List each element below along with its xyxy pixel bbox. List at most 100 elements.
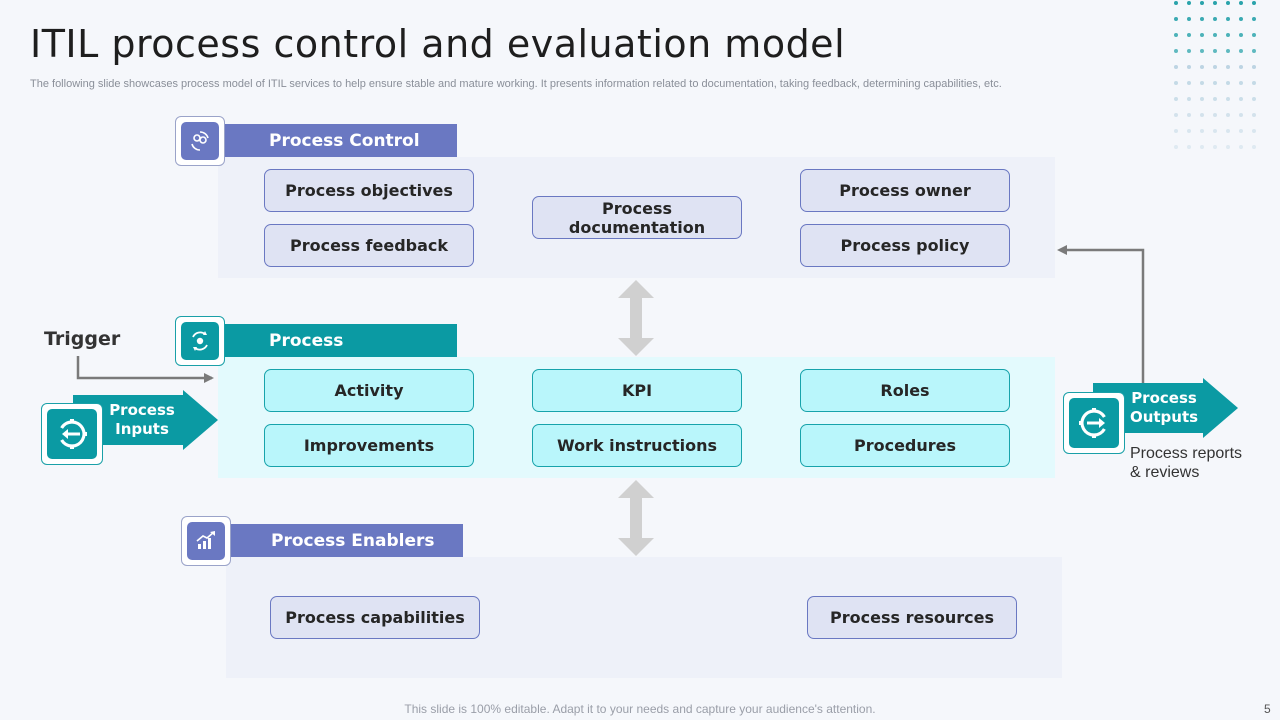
decor-dot [1252,81,1256,85]
process-outputs-note: Process reports & reviews [1130,444,1242,482]
process-outputs-icon-frame [1063,392,1125,454]
box-process-capabilities: Process capabilities [270,596,480,639]
decor-dot [1187,97,1191,101]
gear-output-icon [1069,398,1119,448]
box-process-objectives: Process objectives [264,169,474,212]
decor-dot [1252,65,1256,69]
process-icon-frame [175,316,225,366]
growth-chart-icon [187,522,225,560]
decor-dot [1200,129,1204,133]
decor-dot [1252,33,1256,37]
decor-dot [1187,49,1191,53]
decor-dot [1174,1,1178,5]
decor-dot [1226,129,1230,133]
decor-dot [1239,113,1243,117]
box-kpi: KPI [532,369,742,412]
decor-dot [1226,17,1230,21]
trigger-label: Trigger [44,328,121,350]
process-enablers-icon-frame [181,516,231,566]
process-inputs-line1: Process [109,401,175,419]
box-process-policy: Process policy [800,224,1010,267]
decor-dot [1226,113,1230,117]
box-roles: Roles [800,369,1010,412]
process-enablers-label: Process Enablers [271,530,435,551]
decor-dot [1213,1,1217,5]
decor-dot [1213,65,1217,69]
decor-dot [1239,129,1243,133]
decor-dot [1252,129,1256,133]
decor-dot [1213,81,1217,85]
decor-dot [1239,81,1243,85]
decor-dot [1187,65,1191,69]
decor-dot [1239,97,1243,101]
gear-cycle-icon [181,322,219,360]
process-outputs-label: Process Outputs [1122,389,1206,427]
decor-dot [1239,145,1243,149]
decor-dot [1174,65,1178,69]
decor-dot [1200,49,1204,53]
process-enablers-header: Process Enablers [228,524,463,557]
decor-dot [1213,129,1217,133]
page-subtitle: The following slide showcases process mo… [30,78,1002,90]
decor-dot [1174,97,1178,101]
decor-dot [1213,49,1217,53]
decor-dot [1213,145,1217,149]
decor-dot [1252,97,1256,101]
decor-dot [1226,145,1230,149]
decor-dot [1239,49,1243,53]
decor-dot [1213,113,1217,117]
decor-dot [1200,1,1204,5]
feedback-connector [1062,248,1145,392]
decor-dot [1187,129,1191,133]
box-process-feedback: Process feedback [264,224,474,267]
box-work-instructions: Work instructions [532,424,742,467]
decor-dot [1226,49,1230,53]
double-arrow-process-enablers [618,480,654,556]
process-outputs-note-line2: & reviews [1130,464,1200,481]
decor-dot [1200,145,1204,149]
box-activity: Activity [264,369,474,412]
decor-dot [1213,17,1217,21]
box-process-owner: Process owner [800,169,1010,212]
process-inputs-label: Process Inputs [100,401,184,439]
decor-dot [1187,17,1191,21]
process-inputs-arrow [73,390,218,450]
footer-note: This slide is 100% editable. Adapt it to… [404,702,876,716]
decor-dot [1174,129,1178,133]
dot-grid-decoration [1174,1,1256,149]
decor-dot [1200,97,1204,101]
decor-dot [1174,49,1178,53]
page-number: 5 [1264,702,1271,716]
decor-dot [1200,33,1204,37]
decor-dot [1200,81,1204,85]
page-title: ITIL process control and evaluation mode… [30,22,846,66]
process-control-header: Process Control [222,124,457,157]
decor-dot [1239,17,1243,21]
decor-dot [1226,65,1230,69]
process-control-icon-frame [175,116,225,166]
trigger-connector [76,356,212,380]
double-arrow-control-process [618,280,654,356]
decor-dot [1174,33,1178,37]
process-label: Process [269,330,344,351]
decor-dot [1174,17,1178,21]
decor-dot [1239,33,1243,37]
box-process-resources: Process resources [807,596,1017,639]
decor-dot [1187,81,1191,85]
process-control-label: Process Control [269,130,420,151]
decor-dot [1174,113,1178,117]
process-inputs-icon-frame [41,403,103,465]
decor-dot [1226,97,1230,101]
decor-dot [1252,113,1256,117]
decor-dot [1252,1,1256,5]
box-process-documentation: Process documentation [532,196,742,239]
decor-dot [1226,1,1230,5]
decor-dot [1187,33,1191,37]
decor-dot [1252,49,1256,53]
decor-dot [1187,1,1191,5]
feedback-arrowhead [1057,245,1067,255]
process-outputs-line2: Outputs [1129,408,1199,426]
decor-dot [1174,81,1178,85]
people-cycle-icon [181,122,219,160]
